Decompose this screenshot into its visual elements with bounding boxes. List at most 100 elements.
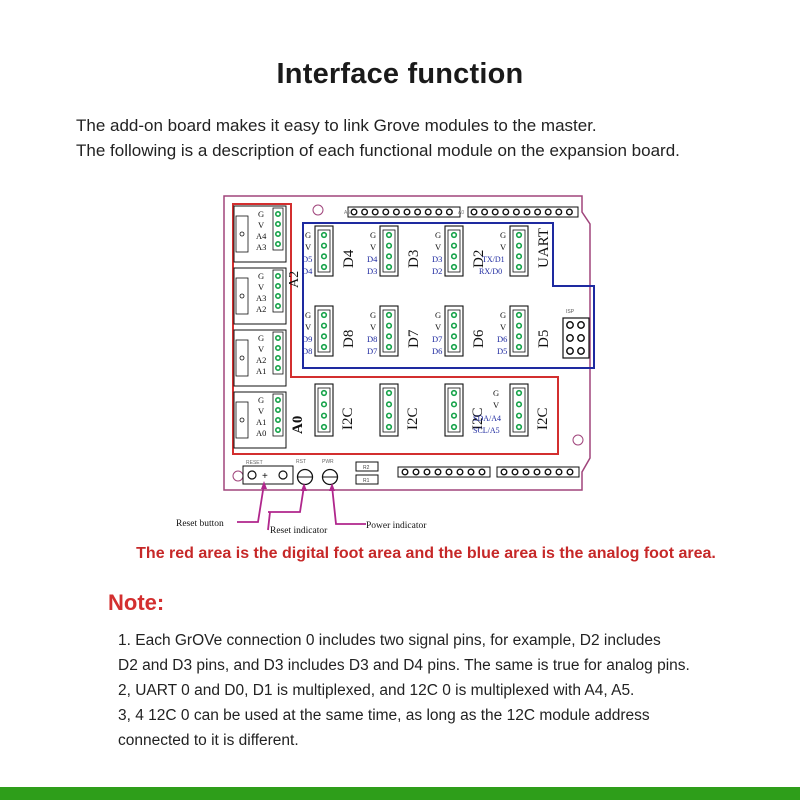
- grove-socket: [379, 383, 399, 437]
- grove-pin: [450, 401, 458, 408]
- grove-pin: [385, 231, 393, 239]
- header-pin: [401, 468, 409, 476]
- header-pin: [478, 468, 486, 476]
- power-led: PWR: [321, 459, 339, 486]
- grove-pin: [515, 263, 523, 271]
- port-pin-label: D9: [302, 334, 312, 344]
- svg-text:R1: R1: [363, 478, 370, 484]
- grove-pin: [515, 242, 523, 249]
- intro-line-2: The following is a description of each f…: [76, 141, 680, 160]
- icsp-header: ISP: [562, 309, 590, 359]
- note-line-1: 1. Each GrOVe connection 0 includes two …: [118, 632, 661, 649]
- port-pin-label: D8: [302, 346, 312, 356]
- grove-pin: [515, 231, 523, 239]
- grove-pin: [274, 221, 281, 228]
- red-area-frame: [232, 203, 559, 455]
- port-pin-label: D6: [432, 346, 442, 356]
- svg-text:RST: RST: [296, 459, 306, 465]
- port-pin-label: SDA/A4: [473, 414, 501, 423]
- grove-pin: [450, 343, 458, 351]
- port-name-label: I2C: [405, 408, 421, 431]
- grove-pin: [385, 423, 393, 431]
- port-pin-label: V: [500, 322, 507, 332]
- grove-pin: [274, 211, 281, 218]
- header-pin: [533, 468, 541, 476]
- port-name-label: UART: [536, 228, 552, 268]
- header-pin: [470, 208, 478, 216]
- header-pin: [511, 468, 519, 476]
- port-pin-label: G: [370, 310, 376, 320]
- grove-pin: [320, 242, 328, 249]
- port-pin-label: D7: [432, 334, 442, 344]
- port-pin-label: A0: [256, 428, 266, 438]
- header-pin: [491, 208, 499, 216]
- grove-pin: [450, 389, 458, 397]
- grove-pin: [450, 423, 458, 431]
- grove-pin: [450, 333, 458, 340]
- port-housing: [233, 391, 287, 449]
- top-header-left: [347, 206, 461, 218]
- port-pin-label: D5: [302, 254, 312, 264]
- svg-text:+: +: [262, 471, 268, 482]
- grove-socket: [444, 383, 464, 437]
- grove-pin: [385, 401, 393, 408]
- grove-pin: [385, 412, 393, 419]
- port-pin-label: G: [305, 310, 311, 320]
- header-pin: [435, 208, 443, 216]
- port-pin-label: G: [435, 310, 441, 320]
- port-housing: [233, 205, 287, 263]
- port-pin-label: V: [493, 400, 500, 410]
- port-name-label: D6: [471, 329, 487, 348]
- port-pin-label: A3: [256, 293, 266, 303]
- grove-pin: [385, 242, 393, 249]
- blue-area-frame: [302, 222, 595, 369]
- header-pin: [565, 208, 573, 216]
- header-pin: [361, 208, 369, 216]
- grove-pin: [274, 282, 281, 289]
- svg-text:PWR: PWR: [322, 459, 334, 465]
- note-line-5: connected to it is different.: [118, 732, 299, 749]
- port-pin-label: G: [435, 230, 441, 240]
- port-pin-label: D3: [367, 266, 377, 276]
- port-pin-label: D5: [497, 346, 507, 356]
- header-pin: [512, 208, 520, 216]
- grove-pin: [385, 333, 393, 340]
- grove-pin: [274, 292, 281, 299]
- port-pin-label: V: [258, 344, 265, 354]
- header-pin: [544, 468, 552, 476]
- port-pin-label: G: [370, 230, 376, 240]
- header-pin: [481, 208, 489, 216]
- grove-pin: [385, 322, 393, 329]
- svg-text:ISP: ISP: [566, 309, 575, 315]
- port-name-label: D7: [406, 329, 422, 348]
- grove-pin: [385, 263, 393, 271]
- i2c-port-2: I2C: [379, 383, 421, 437]
- port-pin-label: G: [258, 395, 264, 405]
- port-pin-label: G: [493, 388, 499, 398]
- intro-line-1: The add-on board makes it easy to link G…: [76, 116, 597, 135]
- port-pin-label: SCL/A5: [473, 426, 500, 435]
- grove-pin: [320, 231, 328, 239]
- page-title: Interface function: [276, 58, 524, 90]
- grove-pin: [515, 401, 523, 408]
- port-pin-label: G: [258, 333, 264, 343]
- grove-pin: [274, 396, 281, 403]
- grove-pin: [320, 333, 328, 340]
- grove-pin: [450, 412, 458, 419]
- resistor-block: R2 R1: [355, 461, 379, 485]
- callout-reset-indicator: Reset indicator: [270, 526, 328, 536]
- grove-pin: [450, 242, 458, 249]
- grove-pin: [385, 343, 393, 351]
- grove-pin: [320, 322, 328, 329]
- grove-pin: [320, 412, 328, 419]
- grove-pin: [450, 322, 458, 329]
- grove-pin: [450, 231, 458, 239]
- grove-socket: [509, 383, 529, 437]
- port-pin-label: V: [435, 242, 442, 252]
- grove-socket: [509, 225, 529, 277]
- callout-power-indicator: Power indicator: [366, 521, 427, 531]
- port-name-label: I2C: [340, 408, 356, 431]
